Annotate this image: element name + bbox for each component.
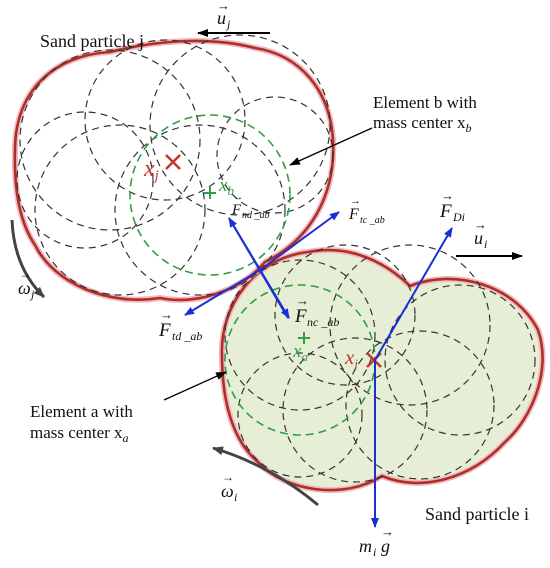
svg-text:i: i <box>484 237 487 251</box>
svg-text:i: i <box>373 545 376 559</box>
particle-i-dashed-elements <box>224 244 536 483</box>
svg-text:F: F <box>348 206 359 223</box>
svg-text:g: g <box>381 536 390 556</box>
callout-element-a: Element a with mass center xa <box>30 402 133 445</box>
svg-text:td _ab: td _ab <box>172 329 202 343</box>
center-xa-mark <box>298 332 310 344</box>
arrow-F-td-ab <box>184 269 261 316</box>
sand-particle-j <box>11 34 337 303</box>
label-xi: xi <box>344 345 358 371</box>
particle-j-dashed-elements <box>16 34 334 296</box>
label-xj: xj <box>143 156 159 184</box>
svg-text:u: u <box>474 228 483 248</box>
svg-text:j: j <box>225 17 231 31</box>
svg-text:u: u <box>217 8 226 28</box>
svg-text:F: F <box>439 201 452 222</box>
svg-text:m: m <box>359 536 372 556</box>
svg-text:→: → <box>296 293 309 308</box>
svg-text:→: → <box>350 195 361 207</box>
svg-text:→: → <box>222 470 234 484</box>
label-F-td-ab: → F td _ab <box>158 307 202 343</box>
label-F-nc-ab: → F nc _ab <box>294 293 339 329</box>
sand-particle-i <box>218 244 546 494</box>
label-sand-particle-j: Sand particle j <box>40 31 144 51</box>
svg-text:→: → <box>381 524 394 539</box>
svg-text:nc _ab: nc _ab <box>307 315 339 329</box>
label-sand-particle-i: Sand particle i <box>425 504 529 524</box>
svg-text:Element b with: Element b with <box>373 93 477 112</box>
label-omega-j: → ω j <box>18 267 35 301</box>
svg-text:→: → <box>160 307 173 322</box>
svg-text:F: F <box>294 306 307 327</box>
svg-text:tc _ab: tc _ab <box>360 215 385 226</box>
label-xa: xa <box>292 341 308 364</box>
svg-text:Element a with: Element a with <box>30 402 133 421</box>
svg-text:→: → <box>233 192 243 203</box>
rotation-arrow-omega-i <box>212 446 319 507</box>
arrow-F-tc-ab <box>259 211 340 271</box>
svg-text:j: j <box>29 287 35 301</box>
svg-text:→: → <box>19 267 31 281</box>
element-b-circle <box>129 114 291 276</box>
label-F-tc-ab: → F tc _ab <box>348 195 385 226</box>
svg-text:Di: Di <box>452 210 465 224</box>
label-uj: → u j <box>217 0 231 31</box>
svg-text:ω: ω <box>18 278 31 298</box>
arrow-F-Di <box>374 227 453 361</box>
leader-element-b <box>289 127 373 166</box>
label-gravity: m i → g <box>359 524 394 559</box>
rotation-arrow-omega-j <box>10 219 46 299</box>
svg-text:F: F <box>158 320 171 341</box>
svg-text:→: → <box>217 0 230 13</box>
svg-text:F: F <box>231 202 242 218</box>
svg-text:ω: ω <box>221 481 234 501</box>
label-F-Di: → F Di <box>439 188 465 224</box>
svg-text:→: → <box>441 188 454 203</box>
svg-text:mass center xb: mass center xb <box>373 113 472 135</box>
label-ui: → u i <box>474 217 487 251</box>
label-xb: xb <box>218 175 234 198</box>
callout-element-b: Element b with mass center xb <box>373 93 477 135</box>
svg-text:nd _ab: nd _ab <box>242 210 270 221</box>
svg-text:mass center xa: mass center xa <box>30 423 129 445</box>
center-xj-mark <box>165 154 181 170</box>
arrow-F-nc-ab <box>228 217 290 319</box>
svg-text:i: i <box>234 490 237 504</box>
svg-text:→: → <box>474 217 487 232</box>
leader-element-a <box>163 371 227 401</box>
label-omega-i: → ω i <box>221 470 237 504</box>
center-xb-mark <box>204 187 216 199</box>
label-F-nd-ab: → F nd _ab <box>231 192 270 221</box>
